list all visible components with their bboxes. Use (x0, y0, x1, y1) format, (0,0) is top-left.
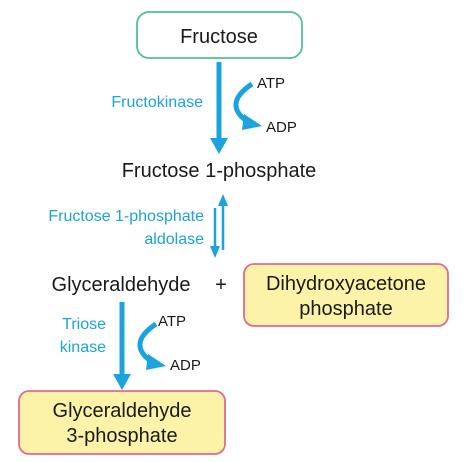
g3p-label-line2: 3-phosphate (66, 425, 177, 447)
dhap-label-line1: Dihydroxyacetone (266, 273, 426, 295)
fructose-node: Fructose (136, 11, 303, 59)
fructose-box (136, 11, 303, 59)
step3-atp-label: ATP (158, 313, 186, 330)
g3p-box (18, 390, 226, 455)
fructokinase-step: Fructokinase ATP ADP (111, 62, 297, 154)
triose-kinase-label-line2: kinase (60, 339, 106, 356)
triose-kinase-main-arrowhead (113, 374, 131, 390)
triose-kinase-label-line1: Triose (62, 316, 106, 333)
fructokinase-cofactor-arrowhead (242, 114, 262, 130)
step3-adp-label: ADP (170, 357, 201, 374)
dhap-node: Dihydroxyacetone phosphate (243, 263, 449, 327)
g3p-node: Glyceraldehyde 3-phosphate (18, 390, 226, 455)
aldolase-reverse-arrowhead (218, 194, 228, 206)
dhap-label-line2: phosphate (299, 298, 392, 320)
glyceraldehyde-label: Glyceraldehyde (52, 274, 191, 296)
g3p-label-line1: Glyceraldehyde (53, 400, 192, 422)
plus-sign: + (215, 274, 227, 296)
step1-adp-label: ADP (266, 119, 297, 136)
aldolase-label-line2: aldolase (144, 231, 204, 248)
fructokinase-main-arrowhead (210, 138, 228, 154)
fructose-1-phosphate-label: Fructose 1-phosphate (122, 160, 317, 182)
aldolase-forward-arrowhead (210, 246, 220, 258)
aldolase-step: Fructose 1-phosphate aldolase (48, 194, 228, 258)
triose-kinase-cofactor-arrowhead (146, 354, 166, 370)
triose-kinase-step: Triose kinase ATP ADP (60, 302, 201, 390)
fructokinase-label: Fructokinase (111, 94, 203, 111)
fructose-label: Fructose (180, 26, 258, 48)
dhap-box (243, 263, 449, 327)
step1-atp-label: ATP (257, 75, 285, 92)
aldolase-label-line1: Fructose 1-phosphate (48, 208, 204, 225)
